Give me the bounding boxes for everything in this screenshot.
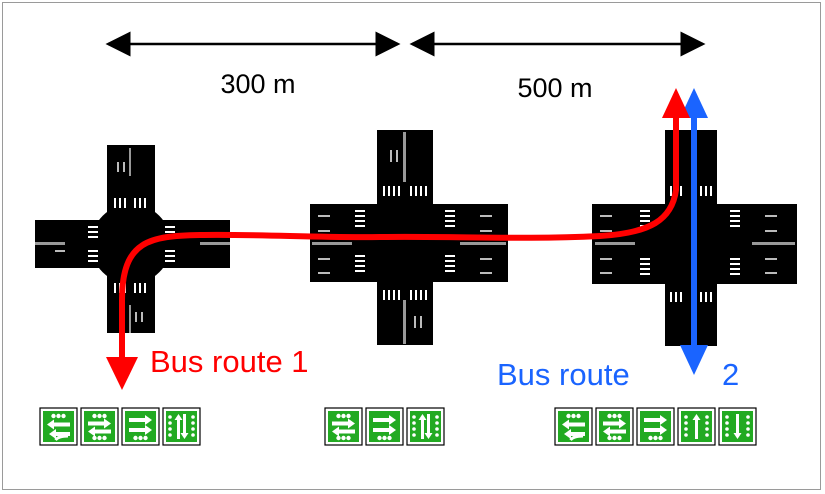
pedestrian-phase-icon xyxy=(162,407,201,446)
pedestrian-down-phase-icon xyxy=(718,407,757,446)
intersection-left xyxy=(35,145,230,333)
right-turn-phase-icon xyxy=(365,407,404,446)
right-turn-phase-icon xyxy=(636,407,675,446)
bus-route-2-path xyxy=(680,88,708,375)
pedestrian-phase-icon xyxy=(406,407,445,446)
left-turn-phase-icon xyxy=(554,407,593,446)
bus-route-2-label: Bus route xyxy=(497,357,630,392)
phase-group-left xyxy=(39,407,201,446)
through-phase-icon xyxy=(80,407,119,446)
through-phase-icon xyxy=(595,407,634,446)
distance-label-300m: 300 m xyxy=(220,69,295,99)
left-turn-phase-icon xyxy=(39,407,78,446)
right-turn-phase-icon xyxy=(121,407,160,446)
bus-route-1-path xyxy=(106,88,690,390)
phase-group-right xyxy=(554,407,757,446)
pedestrian-up-phase-icon xyxy=(677,407,716,446)
through-phase-icon xyxy=(324,407,363,446)
phase-group-middle xyxy=(324,407,445,446)
bus-route-1-label: Bus route 1 xyxy=(150,344,309,379)
bus-route-2-number: 2 xyxy=(722,357,739,392)
distance-label-500m: 500 m xyxy=(517,73,592,103)
